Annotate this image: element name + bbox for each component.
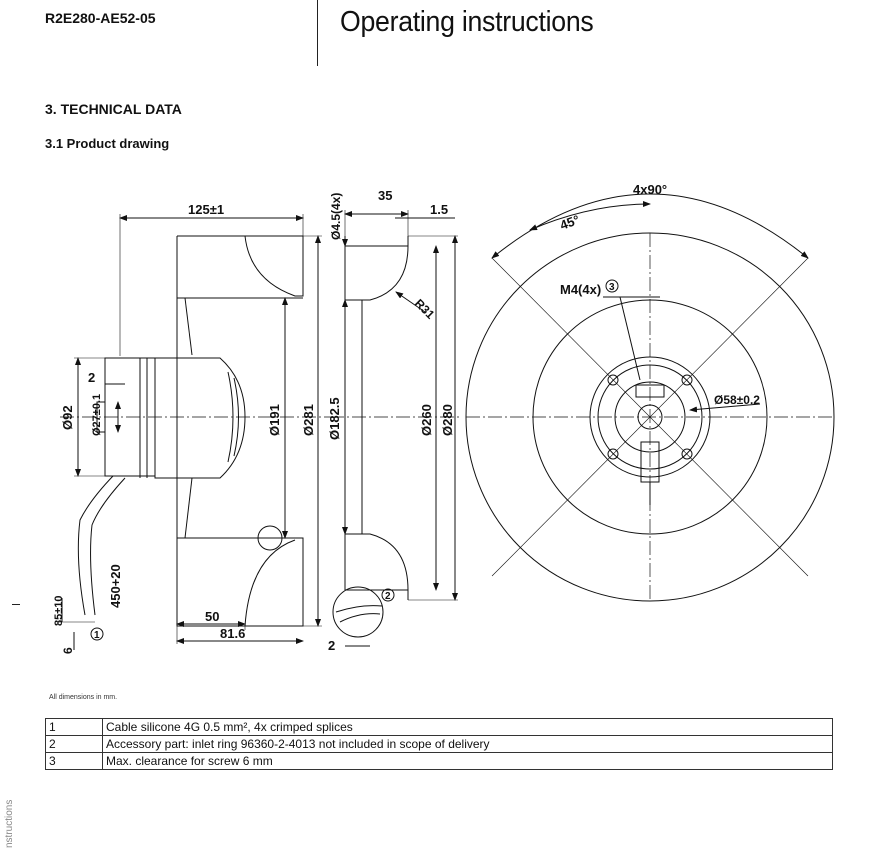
dim-2-right: 2	[328, 638, 335, 653]
product-drawing: 125±1 2 Ø92 Ø27±0.1 450+20 85±10 6 50 81…	[53, 182, 835, 654]
dim-281: Ø281	[301, 404, 316, 436]
row-number: 2	[45, 735, 103, 753]
model-number: R2E280-AE52-05	[45, 10, 156, 26]
dim-35: 35	[378, 188, 392, 203]
inlet-ring-view	[330, 210, 460, 647]
dim-125: 125±1	[188, 202, 224, 217]
dim-85: 85±10	[53, 595, 65, 626]
margin-mark	[12, 604, 20, 605]
row-text: Cable silicone 4G 0.5 mm², 4x crimped sp…	[102, 718, 833, 736]
dim-27: Ø27±0.1	[91, 394, 103, 436]
dim-81-6: 81.6	[220, 626, 245, 641]
dim-450: 450+20	[108, 564, 123, 608]
dim-182-5: Ø182.5	[327, 397, 342, 440]
dim-92: Ø92	[60, 405, 75, 430]
table-row: 2 Accessory part: inlet ring 96360-2-401…	[45, 735, 833, 753]
dim-191: Ø191	[267, 404, 282, 436]
row-number: 3	[45, 752, 103, 770]
row-text: Accessory part: inlet ring 96360-2-4013 …	[102, 735, 833, 753]
side-label: nstructions	[4, 799, 15, 848]
row-number: 1	[45, 718, 103, 736]
subsection-heading: 3.1 Product drawing	[45, 136, 170, 151]
dim-hole: Ø4.5(4x)	[329, 193, 343, 240]
dim-1-5: 1.5	[430, 202, 448, 217]
dim-280: Ø280	[440, 404, 455, 436]
table-row: 3 Max. clearance for screw 6 mm	[45, 752, 833, 770]
dim-50: 50	[205, 609, 219, 624]
page-title: Operating instructions	[340, 6, 594, 38]
dim-2-left: 2	[88, 370, 95, 385]
table-row: 1 Cable silicone 4G 0.5 mm², 4x crimped …	[45, 718, 833, 736]
dim-58: Ø58±0.2	[714, 393, 760, 407]
row-text: Max. clearance for screw 6 mm	[102, 752, 833, 770]
callout-1: 1	[94, 630, 100, 641]
section-heading: 3. TECHNICAL DATA	[45, 101, 182, 117]
dim-m4: M4(4x)	[560, 282, 601, 297]
header-divider	[317, 0, 318, 66]
dim-r31: R31	[412, 296, 438, 322]
front-view	[465, 193, 835, 602]
notes-table: 1 Cable silicone 4G 0.5 mm², 4x crimped …	[45, 718, 833, 770]
callout-2: 2	[385, 591, 391, 602]
dim-260: Ø260	[419, 404, 434, 436]
dim-45-deg: 45°	[558, 212, 582, 233]
dimensions-note: All dimensions in mm.	[49, 694, 118, 701]
side-view	[58, 214, 330, 650]
dim-6: 6	[61, 647, 75, 654]
dim-4x90: 4x90°	[633, 182, 667, 197]
callout-3: 3	[609, 282, 615, 293]
